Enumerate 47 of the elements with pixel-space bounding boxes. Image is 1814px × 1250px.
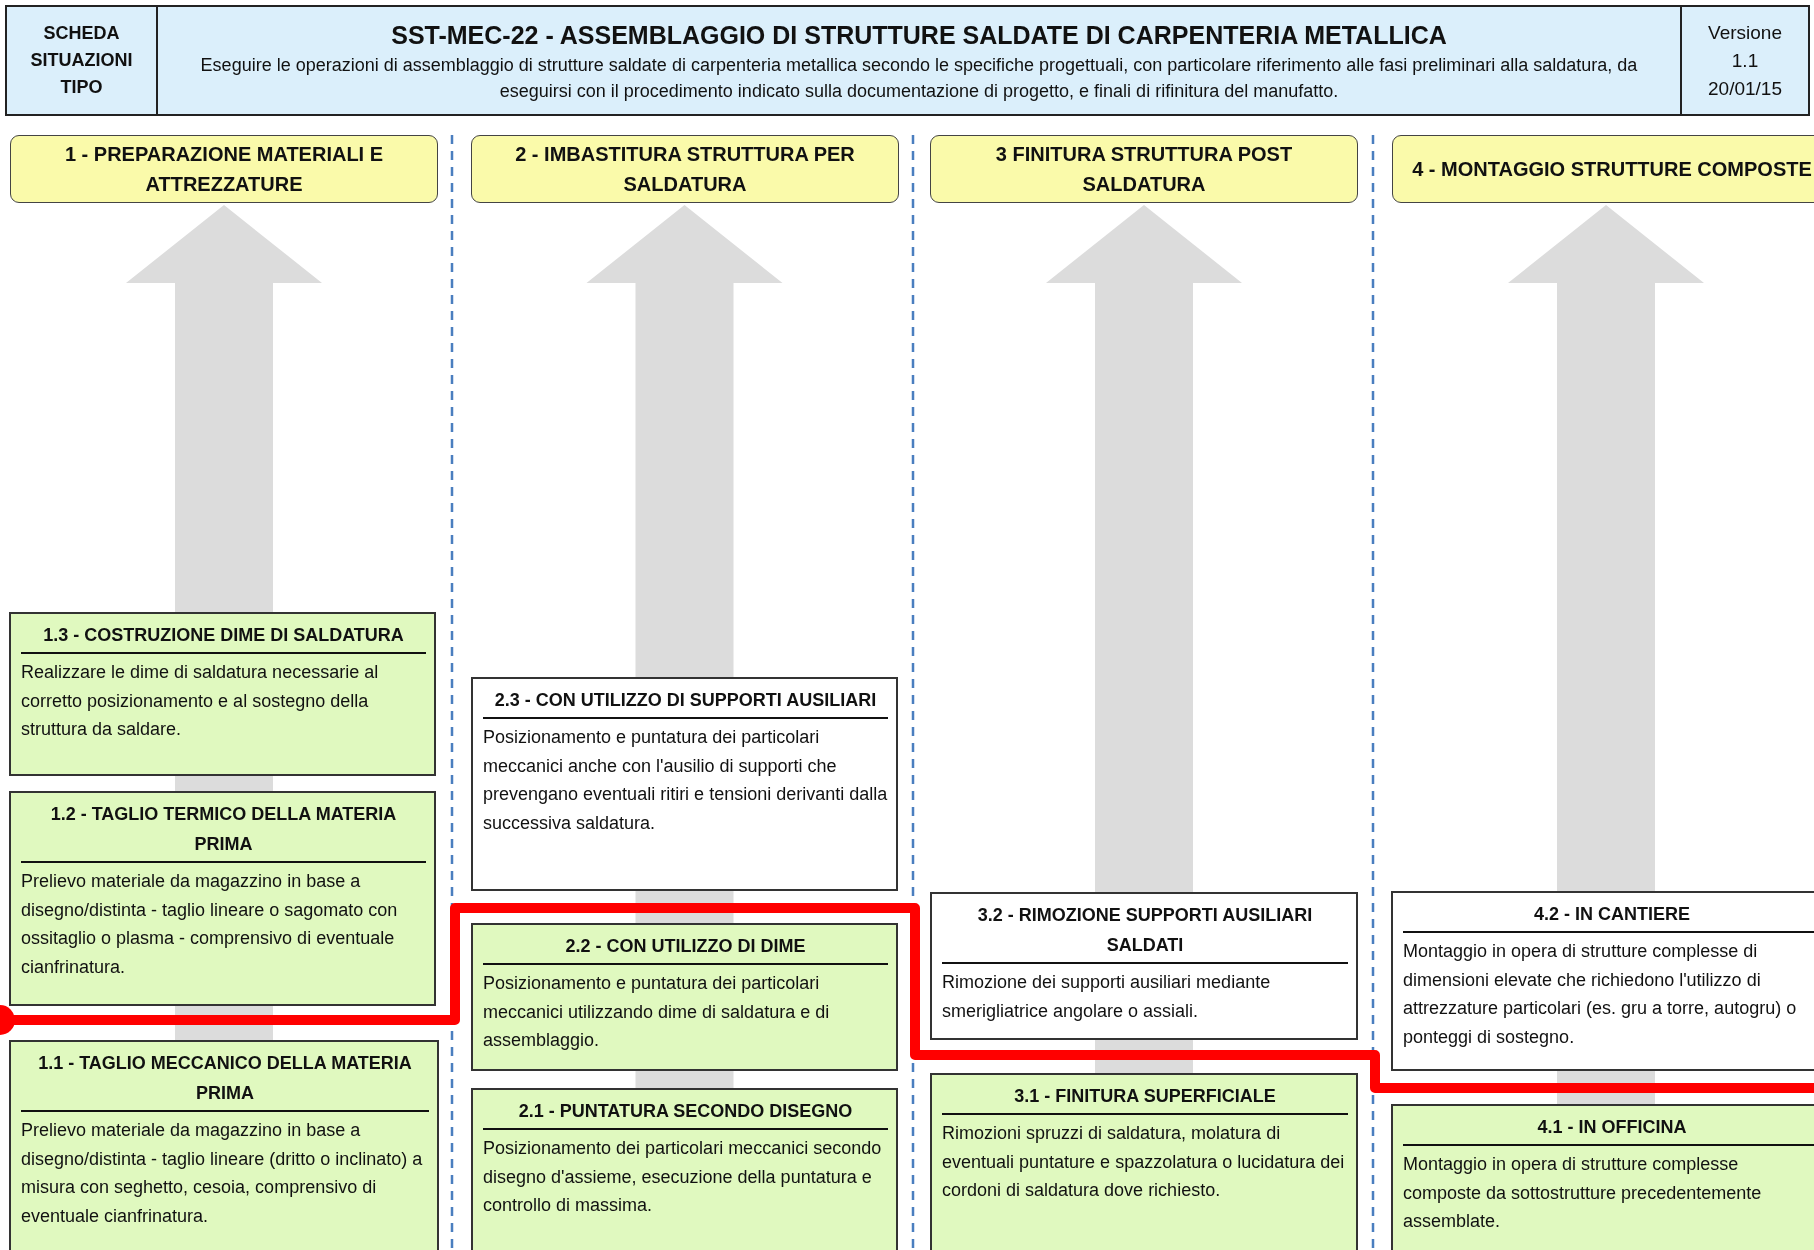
phase-header [471, 135, 899, 203]
task-card [930, 1073, 1358, 1250]
task-description: Realizzare le dime di saldatura necessarie al corretto posizionamento e al sostegno della struttura da saldare. [21, 661, 380, 741]
header-cell [5, 5, 158, 116]
phase-title: 3 FINITURA STRUTTURA POST SALDATURA [994, 142, 1294, 197]
phase-header [930, 135, 1358, 203]
version-number: 1.1 [1731, 48, 1759, 73]
task-title: 4.1 - IN OFFICINA [1403, 1112, 1814, 1146]
task-title: 2.2 - CON UTILIZZO DI DIME [483, 931, 888, 965]
task-title: 1.2 - TAGLIO TERMICO DELLA MATERIA PRIMA [21, 799, 426, 863]
task-description: Posizionamento e puntatura dei particolari meccanici anche con l'ausilio di supporti che prevengano eventuali ritiri e tensioni derivanti dalla successiva saldatura. [483, 726, 888, 835]
task-description: Posizionamento e puntatura dei particolari meccanici utilizzando dime di saldatura e di assemblaggio. [483, 972, 831, 1052]
task-title: 2.1 - PUNTATURA SECONDO DISEGNO [483, 1096, 888, 1130]
phase-header [10, 135, 438, 203]
version-cell [1680, 5, 1810, 116]
task-title: 3.2 - RIMOZIONE SUPPORTI AUSILIARI SALDATI [942, 900, 1348, 964]
phase-title: 2 - IMBASTITURA STRUTTURA PER SALDATURA [514, 142, 856, 197]
sheet-type-label: SCHEDA SITUAZIONI TIPO [29, 22, 134, 99]
task-card [471, 923, 898, 1071]
task-card [9, 1040, 439, 1250]
task-description: Montaggio in opera di strutture complesse di dimensioni elevate che richiedono l'utilizzo di attrezzature particolari (es. gru a torre, autogru) o ponteggi di sostegno. [1403, 940, 1798, 1049]
phase-title: 1 - PREPARAZIONE MATERIALI E ATTREZZATURE [63, 142, 385, 197]
task-card [1391, 1104, 1814, 1250]
task-title: 2.3 - CON UTILIZZO DI SUPPORTI AUSILIARI [483, 685, 888, 719]
task-card [930, 892, 1358, 1040]
sheet-description: Eseguire le operazioni di assemblaggio di strutture saldate di carpenteria metallica secondo le specifiche progettuali, con particolare riferimento alle fasi preliminari alla saldatura, da eseguirsi con il procedimento indicato sulla documentazione di progetto, e finali di rifinitura del manufatto. [199, 53, 1639, 103]
task-description: Posizionamento dei particolari meccanici secondo disegno d'assieme, esecuzione della puntatura e controllo di massima. [483, 1137, 883, 1217]
task-card [9, 612, 436, 776]
task-description: Prelievo materiale da magazzino in base a disegno/distinta - taglio lineare (dritto o inclinato) a misura con seghetto, cesoia, comprensivo di eventuale cianfrinatura. [21, 1119, 424, 1228]
task-card [471, 1088, 898, 1250]
task-title: 1.1 - TAGLIO MECCANICO DELLA MATERIA PRIMA [21, 1048, 429, 1112]
task-description: Rimozione dei supporti ausiliari mediante smerigliatrice angolare o assiali. [942, 971, 1272, 1023]
header-title-cell [156, 5, 1682, 116]
version-label: Versione [1708, 20, 1782, 45]
task-title: 1.3 - COSTRUZIONE DIME DI SALDATURA [21, 620, 426, 654]
task-description: Prelievo materiale da magazzino in base a disegno/distinta - taglio lineare o sagomato con ossitaglio o plasma - comprensivo di eventuale cianfrinatura. [21, 870, 399, 979]
task-card [1391, 891, 1814, 1071]
version-date: 20/01/15 [1708, 76, 1782, 101]
task-card [9, 791, 436, 1006]
task-card [471, 677, 898, 891]
sheet-title: SST-MEC-22 - ASSEMBLAGGIO DI STRUTTURE SALDATE DI CARPENTERIA METALLICA [391, 19, 1447, 51]
task-description: Rimozioni spruzzi di saldatura, molatura di eventuali puntature e spazzolatura o lucidatura dei cordoni di saldatura dove richiesto. [942, 1122, 1346, 1202]
task-title: 4.2 - IN CANTIERE [1403, 899, 1814, 933]
phase-title: 4 - MONTAGGIO STRUTTURE COMPOSTE [1412, 157, 1812, 182]
phase-header [1392, 135, 1814, 203]
task-title: 3.1 - FINITURA SUPERFICIALE [942, 1081, 1348, 1115]
task-description: Montaggio in opera di strutture complesse composte da sottostrutture precedentemente assemblate. [1403, 1153, 1763, 1233]
